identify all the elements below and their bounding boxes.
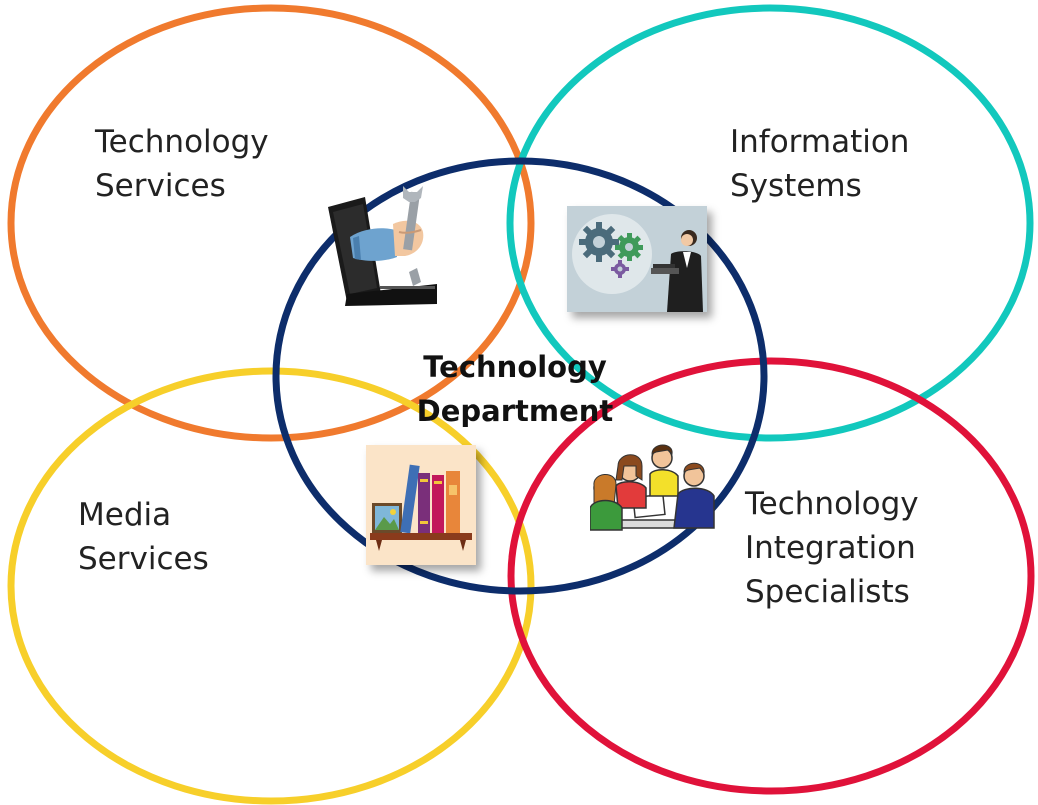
label-technology-services: Technology Services: [95, 120, 269, 208]
circle-technology-department: [272, 157, 768, 595]
laptop-wrench-icon: [325, 182, 440, 307]
team-meeting-icon: [590, 436, 720, 534]
label-line: Services: [95, 168, 226, 204]
gears-businesswoman-icon: [567, 206, 707, 312]
label-line: Systems: [730, 168, 862, 204]
label-line: Technology: [745, 486, 919, 522]
circle-technology-integration-specialists: [507, 357, 1035, 795]
label-line: Integration: [745, 530, 916, 566]
label-line: Information: [730, 124, 910, 160]
circle-technology-services: [7, 4, 535, 442]
label-line: Technology: [95, 124, 269, 160]
label-line: Media: [78, 497, 172, 533]
label-media-services: Media Services: [78, 493, 209, 581]
label-information-systems: Information Systems: [730, 120, 909, 208]
center-label-line: Technology: [423, 350, 607, 384]
circle-media-services: [7, 367, 535, 805]
center-label-technology-department: Technology Department: [320, 345, 710, 433]
label-line: Specialists: [745, 574, 910, 610]
label-technology-integration-specialists: Technology Integration Specialists: [745, 482, 919, 614]
bookshelf-icon: [366, 445, 476, 565]
circle-information-systems: [506, 4, 1034, 442]
label-line: Services: [78, 541, 209, 577]
center-label-line: Department: [416, 394, 614, 428]
